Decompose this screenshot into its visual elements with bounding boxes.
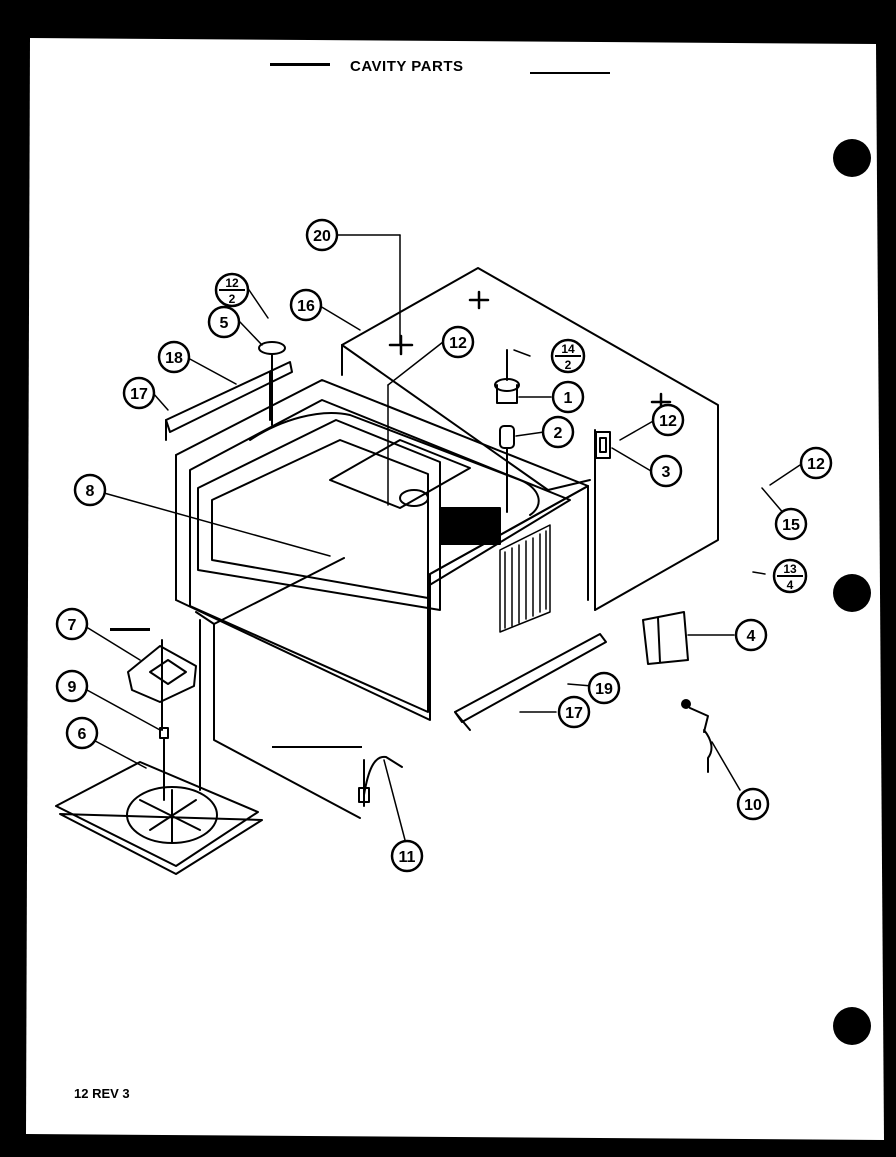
callout-label: 2 bbox=[554, 425, 563, 442]
binder-hole-middle bbox=[833, 574, 871, 612]
callout-c6: 6 bbox=[65, 716, 99, 750]
vent-grille-drawing bbox=[499, 524, 551, 633]
callout-label: 6 bbox=[78, 726, 87, 743]
callout-label: 18 bbox=[165, 350, 183, 367]
callout-label: 17 bbox=[565, 705, 583, 722]
callout-label: 15 bbox=[782, 517, 800, 534]
fraction-top: 14 bbox=[561, 342, 575, 356]
part-6-drawing bbox=[55, 619, 263, 875]
callout-c12c: 12 bbox=[799, 446, 833, 480]
fraction-callout-f12-2: 122 bbox=[214, 272, 250, 308]
callout-label: 17 bbox=[130, 386, 148, 403]
fraction-bottom: 2 bbox=[565, 358, 572, 372]
callout-c2: 2 bbox=[541, 415, 575, 449]
callout-label: 9 bbox=[68, 679, 77, 696]
part-3-drawing bbox=[595, 431, 611, 459]
page-title: CAVITY PARTS bbox=[350, 58, 464, 75]
fraction-callout-f13-4: 134 bbox=[772, 558, 808, 594]
side-panel-drawing bbox=[547, 429, 596, 611]
callout-label: 7 bbox=[68, 617, 77, 634]
paper-sheet bbox=[26, 38, 884, 1140]
callout-c16: 16 bbox=[289, 288, 323, 322]
binder-hole-bottom bbox=[833, 1007, 871, 1045]
callout-c17a: 17 bbox=[122, 376, 156, 410]
callout-c10: 10 bbox=[736, 787, 770, 821]
callout-label: 3 bbox=[662, 464, 671, 481]
callout-c11: 11 bbox=[390, 839, 424, 873]
callout-label: 5 bbox=[220, 315, 229, 332]
callout-c1: 1 bbox=[551, 380, 585, 414]
callout-c5: 5 bbox=[207, 305, 241, 339]
fraction-bottom: 4 bbox=[787, 578, 794, 592]
callout-c12a: 12 bbox=[441, 325, 475, 359]
callout-label: 12 bbox=[807, 456, 825, 473]
part-1-2-drawing bbox=[494, 349, 520, 513]
page-footer-code: 12 REV 3 bbox=[74, 1086, 130, 1101]
part-7-drawing bbox=[127, 639, 197, 731]
callout-label: 4 bbox=[747, 628, 756, 645]
callout-c7: 7 bbox=[55, 607, 89, 641]
fraction-top: 12 bbox=[225, 276, 239, 290]
callout-label: 8 bbox=[86, 483, 95, 500]
callout-label: 1 bbox=[564, 390, 573, 407]
bracket-18-drawing bbox=[165, 361, 293, 441]
part-4-drawing bbox=[642, 611, 689, 665]
base-plate-drawing bbox=[195, 557, 361, 819]
callout-label: 19 bbox=[595, 681, 613, 698]
callout-c20: 20 bbox=[305, 218, 339, 252]
fraction-bottom: 2 bbox=[229, 292, 236, 306]
callout-label: 11 bbox=[399, 849, 416, 866]
callout-c17b: 17 bbox=[557, 695, 591, 729]
callout-c3: 3 bbox=[649, 454, 683, 488]
part-5-drawing bbox=[258, 341, 286, 426]
callout-c15: 15 bbox=[774, 507, 808, 541]
fraction-callout-f14-2: 142 bbox=[550, 338, 586, 374]
callout-c8: 8 bbox=[73, 473, 107, 507]
leader-lines bbox=[83, 234, 801, 841]
callout-c12b: 12 bbox=[651, 403, 685, 437]
part-11-drawing bbox=[358, 755, 403, 807]
fraction-top: 13 bbox=[783, 562, 797, 576]
callout-c9: 9 bbox=[55, 669, 89, 703]
callout-label: 20 bbox=[313, 228, 331, 245]
part-10-drawing bbox=[681, 699, 713, 773]
callout-label: 16 bbox=[297, 298, 315, 315]
callout-label: 10 bbox=[744, 797, 762, 814]
binder-hole-top bbox=[833, 139, 871, 177]
callout-c18: 18 bbox=[157, 340, 191, 374]
cavity-frame-drawing bbox=[175, 379, 589, 721]
scan-artifacts bbox=[110, 63, 610, 748]
callout-c4: 4 bbox=[734, 618, 768, 652]
outer-cabinet-drawing bbox=[341, 267, 719, 611]
callout-c19: 19 bbox=[587, 671, 621, 705]
bracket-19-drawing bbox=[454, 633, 607, 731]
callout-label: 12 bbox=[449, 335, 467, 352]
callout-label: 12 bbox=[659, 413, 677, 430]
part-9-drawing bbox=[159, 727, 169, 801]
